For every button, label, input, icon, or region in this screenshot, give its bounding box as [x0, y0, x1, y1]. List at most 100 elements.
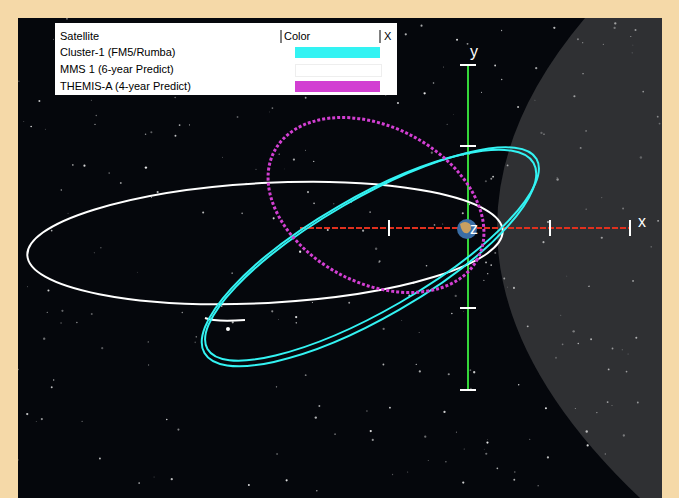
star — [418, 332, 420, 334]
star — [529, 438, 531, 440]
star — [66, 18, 68, 20]
star — [424, 436, 426, 438]
shadow-region — [497, 18, 662, 498]
star — [174, 135, 176, 137]
star — [494, 65, 496, 67]
legend-swatch — [295, 64, 382, 77]
star — [490, 264, 492, 266]
star — [196, 336, 197, 337]
star — [467, 43, 469, 45]
star — [268, 111, 270, 113]
star — [496, 468, 498, 470]
mms-position — [226, 327, 230, 331]
star — [470, 369, 472, 371]
star — [38, 100, 40, 102]
star — [487, 273, 488, 274]
star — [456, 39, 458, 41]
star — [295, 322, 297, 324]
star — [18, 459, 19, 460]
star — [295, 316, 297, 318]
star — [420, 25, 422, 27]
star — [76, 322, 77, 323]
axis-label: y — [470, 44, 478, 60]
star — [538, 485, 539, 486]
star — [481, 92, 482, 93]
star — [483, 280, 484, 281]
star — [273, 217, 275, 219]
cluster-orbit — [174, 111, 563, 405]
star — [369, 211, 371, 213]
star — [305, 150, 306, 151]
star — [305, 374, 307, 376]
column-separator — [281, 30, 282, 43]
star — [517, 106, 519, 108]
star — [171, 478, 173, 480]
star — [382, 364, 384, 366]
star — [145, 166, 147, 168]
star — [26, 413, 28, 415]
star — [513, 479, 515, 481]
star — [535, 67, 537, 69]
star — [313, 161, 314, 162]
star — [166, 419, 167, 420]
star — [148, 364, 149, 365]
star — [72, 164, 74, 166]
star — [60, 322, 61, 323]
star — [462, 481, 464, 483]
star — [307, 191, 309, 193]
star — [334, 433, 336, 435]
star — [447, 124, 448, 125]
star — [221, 156, 223, 158]
star — [389, 407, 391, 409]
space-background — [18, 18, 662, 498]
star — [177, 429, 179, 431]
star — [26, 286, 28, 288]
star — [83, 165, 85, 167]
star — [501, 79, 502, 80]
star — [442, 223, 444, 225]
star — [279, 153, 280, 154]
star — [463, 311, 465, 313]
star — [333, 203, 334, 204]
column-separator — [380, 30, 381, 43]
star — [494, 252, 496, 254]
star — [385, 95, 386, 96]
star — [94, 124, 95, 125]
column-separator — [281, 30, 282, 43]
star — [35, 421, 37, 423]
axis-label: z — [470, 221, 478, 237]
star — [231, 272, 233, 274]
star — [455, 295, 457, 297]
star — [43, 337, 45, 339]
star — [443, 66, 444, 67]
star — [514, 471, 516, 473]
star — [276, 386, 277, 387]
star — [312, 302, 313, 303]
star — [136, 271, 138, 273]
star — [434, 224, 436, 226]
star — [372, 439, 374, 441]
star — [553, 27, 555, 29]
star — [271, 310, 273, 312]
star — [273, 217, 275, 219]
star — [401, 319, 403, 321]
star — [91, 313, 93, 315]
star — [483, 448, 485, 450]
star — [194, 342, 196, 344]
star — [91, 100, 92, 101]
star — [547, 456, 549, 458]
star — [448, 373, 450, 375]
star — [51, 230, 53, 232]
legend-swatch — [295, 81, 380, 92]
star — [419, 370, 421, 372]
star — [485, 453, 487, 455]
star — [453, 114, 455, 116]
star — [464, 448, 465, 449]
star — [379, 260, 381, 262]
star — [501, 30, 502, 31]
star — [61, 310, 63, 312]
star — [23, 121, 25, 123]
star — [30, 126, 32, 128]
x-ticks — [389, 220, 630, 236]
star — [96, 115, 97, 116]
